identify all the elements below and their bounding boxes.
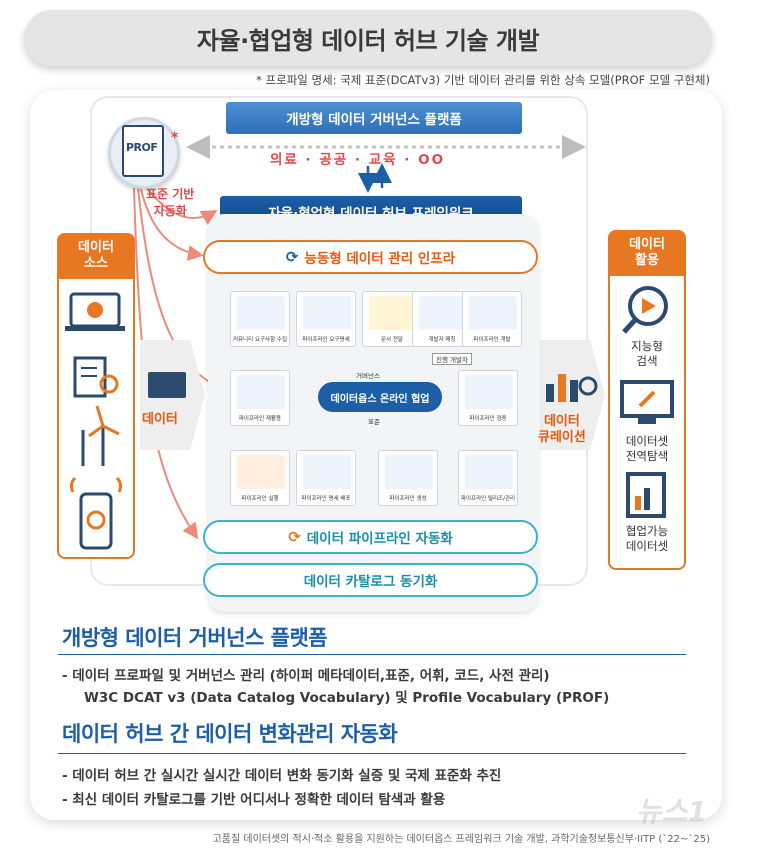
cycle-standard-label: 표준: [368, 418, 380, 426]
catalog-pill: 데이터 카탈로그 동기화: [203, 563, 538, 597]
prof-document-icon: PROF: [122, 125, 164, 177]
page-title: 자율·협업형 데이터 허브 기술 개발: [196, 26, 540, 55]
smartphone-signal-icon: [69, 476, 123, 550]
section2-bullet: - 데이터 허브 간 실시간 실시간 데이터 변화 동기화 실증 및 국제 표준…: [62, 768, 502, 784]
section1-title: 개방형 데이터 거버넌스 플랫폼: [62, 626, 328, 650]
cycle-governance-label: 거버넌스: [356, 372, 380, 380]
step-community-requirements: 커뮤니티 요구사항 수집: [230, 291, 290, 347]
section1-bullet-cont: W3C DCAT v3 (Data Catalog Vocabulary) 및 …: [84, 690, 610, 706]
curation-label: 데이터 큐레이션: [538, 414, 586, 446]
domain-list: 의료 · 공공 · 교육 · OO: [270, 152, 446, 168]
monitor-wrench-icon: [620, 380, 674, 424]
report-search-icon: [73, 356, 119, 398]
prof-automation-label: 표준 기반 자동화: [146, 186, 194, 220]
code-window-icon: [465, 375, 513, 409]
data-source-head: 데이터 소스: [57, 233, 135, 279]
curation-line2: 큐레이션: [538, 430, 586, 445]
pipe-icon: [385, 455, 433, 489]
title-banner: 자율·협업형 데이터 허브 기술 개발: [24, 10, 712, 66]
prof-label-line2: 자동화: [153, 204, 187, 218]
prof-asterisk: *: [171, 130, 179, 146]
step-pipeline-spec: 파이프라인 요구명세: [296, 291, 356, 347]
news-watermark: 뉴스1: [636, 795, 708, 828]
step-pipeline-execution: 파이프라인 실행: [230, 450, 290, 506]
step-pipeline-development: 파이프라인 개발: [462, 291, 522, 347]
chart-search-icon: [546, 374, 598, 402]
section2-divider: [58, 753, 686, 754]
code-doc-icon: [469, 296, 517, 330]
bar-chart-doc-icon: [626, 472, 666, 518]
data-source-icons: [65, 292, 125, 550]
curation-line1: 데이터: [543, 414, 580, 429]
platform-banner: 개방형 데이터 거버넌스 플랫폼: [226, 102, 522, 134]
data-use-item: 지능형 검색: [631, 339, 663, 368]
source-footer: 고품질 데이터셋의 적시·적소 활용을 지원하는 데이터옵스 프레임워크 기술 …: [212, 834, 710, 845]
search-play-icon: [622, 286, 668, 334]
section1-divider: [58, 654, 686, 655]
infra-label: 능동형 데이터 관리 인프라: [304, 251, 456, 267]
prof-label-line1: 표준 기반: [146, 187, 195, 201]
laptop-gear-icon: [65, 292, 125, 331]
dataops-collab-cycle: 데이터옵스 온라인 협업: [318, 382, 442, 412]
pipeline-label: 데이터 파이프라인 자동화: [306, 531, 453, 547]
data-use-icons: [620, 286, 674, 518]
developer-icon: [419, 296, 467, 330]
step-pipeline-verification: 파이프라인 검증: [458, 370, 518, 426]
data-use-item: 협업가능 데이터셋: [625, 524, 669, 553]
developer-progress-tag: 진행 개발자: [432, 353, 472, 365]
users-icon: [237, 375, 285, 409]
step-spec-deploy: 파이프라인 명세 배포: [296, 450, 356, 506]
step-pipeline-reuse: 파이프라인 재활용: [230, 370, 290, 426]
data-use-head: 데이터 활용: [608, 230, 686, 276]
folder-arrow-icon: [148, 372, 186, 398]
section1-bullet: - 데이터 프로파일 및 거버넌스 관리 (하이퍼 메타데이터,표준, 어휘, …: [62, 668, 550, 684]
rocket-icon: [465, 455, 513, 489]
profile-spec-note: * 프로파일 명세: 국제 표준(DCATv3) 기반 데이터 관리를 위한 상…: [256, 73, 710, 87]
data-arrow-label: 데이터: [142, 412, 178, 427]
infra-pill: ⟳ 능동형 데이터 관리 인프라: [203, 240, 538, 274]
catalog-label: 데이터 카탈로그 동기화: [303, 574, 438, 590]
step-pipeline-create: 파이프라인 생성: [378, 450, 438, 506]
refresh-icon: ⟳: [288, 528, 301, 546]
prof-badge-text: PROF: [126, 141, 158, 154]
gear-doc-icon: [303, 455, 351, 489]
clipboard-check-icon: [303, 296, 351, 330]
pipeline-pill: ⟳ 데이터 파이프라인 자동화: [203, 520, 538, 554]
folder-icon: [369, 296, 417, 330]
wind-turbine-icon: [81, 405, 120, 466]
list-icon: [237, 296, 285, 330]
section2-title: 데이터 허브 간 데이터 변화관리 자동화: [62, 722, 398, 746]
refresh-icon: ⟳: [285, 248, 299, 266]
data-use-item: 데이터셋 전역탐색: [625, 434, 669, 463]
section2-bullet: - 최신 데이터 카탈로그를 기반 어디서나 정확한 데이터 탐색과 활용: [62, 792, 446, 808]
gear-play-icon: [237, 455, 285, 489]
step-release-manage: 파이프라인 릴리즈/관리: [458, 450, 518, 506]
